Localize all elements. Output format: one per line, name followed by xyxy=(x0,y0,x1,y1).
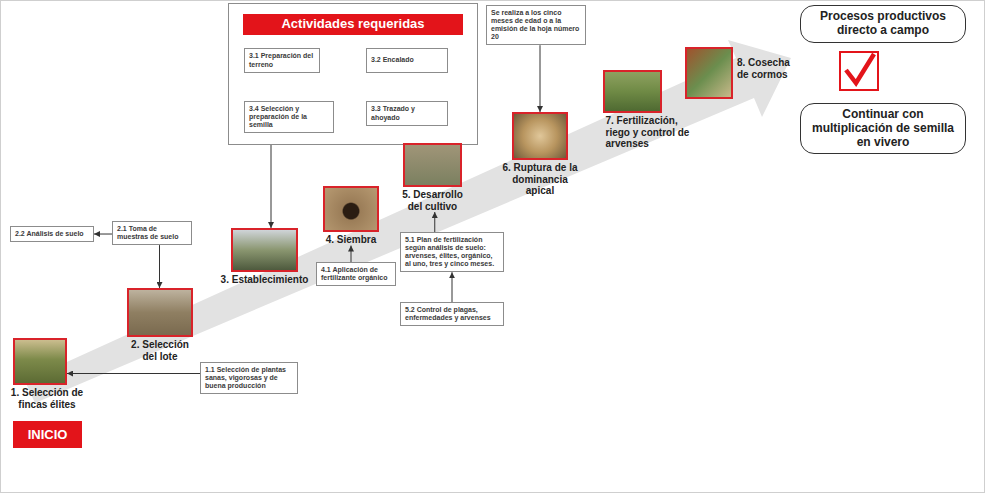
stage-photo: 5. Desarrollo del cultivo xyxy=(403,143,462,187)
stage-photo: 7. Fertilización, riego y control de arv… xyxy=(603,70,662,113)
note-text: 2.2 Análisis de suelo xyxy=(15,230,89,238)
stage-photo: 6. Ruptura de la dominancia apical xyxy=(512,112,568,160)
note-box: 5.2 Control de plagas, enfermedades y ar… xyxy=(400,302,504,326)
outcome-text: Continuar con multiplicación de semilla … xyxy=(809,108,957,149)
flow-arrow xyxy=(540,45,541,112)
note-text: 3.1 Preparación del terreno xyxy=(249,52,315,68)
stage-photo: 4. Siembra xyxy=(323,186,379,232)
start-badge: INICIO xyxy=(13,421,82,448)
outcome-box: Continuar con multiplicación de semilla … xyxy=(800,103,966,154)
note-text: Se realiza a los cinco meses de edad o a… xyxy=(491,9,581,41)
flow-arrow xyxy=(67,373,200,374)
stage-label: 1. Selección de fincas élites xyxy=(7,387,87,410)
note-text: 3.2 Encalado xyxy=(371,56,443,64)
note-box: Se realiza a los cinco meses de edad o a… xyxy=(486,5,586,45)
stage-photo: 1. Selección de fincas élites xyxy=(13,338,67,385)
stage-label: 3. Establecimiento xyxy=(217,274,313,286)
note-text: 3.4 Selección y preparación de la semill… xyxy=(249,105,329,129)
note-box: 2.2 Análisis de suelo xyxy=(10,226,94,242)
note-box: 3.4 Selección y preparación de la semill… xyxy=(244,101,334,133)
flow-arrow xyxy=(94,234,112,235)
stage-label: 6. Ruptura de la dominancia apical xyxy=(501,162,579,197)
note-box: 5.1 Plan de fertilización según análisis… xyxy=(400,232,504,272)
check-box xyxy=(840,52,878,90)
stage-label: 8. Cosecha de cormos xyxy=(737,57,797,80)
stage-label: 2. Selección del lote xyxy=(124,339,196,362)
note-text: 2.1 Toma de muestras de suelo xyxy=(117,225,187,241)
stage-photo: 2. Selección del lote xyxy=(127,288,193,337)
note-box: 2.1 Toma de muestras de suelo xyxy=(112,221,192,245)
note-box: 1.1 Selección de plantas sanas, vigorosa… xyxy=(200,362,298,394)
badge-text: INICIO xyxy=(28,427,68,442)
note-text: 4.1 Aplicación de fertilizante orgánico xyxy=(321,266,391,282)
note-box: 3.3 Trazado y ahoyado xyxy=(366,101,448,126)
flow-arrow xyxy=(434,212,435,232)
note-box: 3.1 Preparación del terreno xyxy=(244,48,320,73)
note-text: 5.2 Control de plagas, enfermedades y ar… xyxy=(405,306,499,322)
stage-photo: 8. Cosecha de cormos xyxy=(685,47,733,99)
stage-label: 7. Fertilización, riego y control de arv… xyxy=(606,115,696,150)
note-text: 3.3 Trazado y ahoyado xyxy=(371,105,443,121)
outcome-box: Procesos productivos directo a campo xyxy=(800,5,966,43)
note-text: 5.1 Plan de fertilización según análisis… xyxy=(405,236,499,268)
activity-group: Actividades requeridas 3.1 Preparación de… xyxy=(228,3,478,145)
flow-arrow xyxy=(159,245,160,288)
flow-arrow xyxy=(452,272,453,302)
stage-photo: 3. Establecimiento xyxy=(231,228,298,272)
flow-arrow xyxy=(271,133,272,228)
outcome-text: Procesos productivos directo a campo xyxy=(809,10,957,38)
check-mark xyxy=(846,54,874,83)
stage-label: 4. Siembra xyxy=(319,234,383,246)
note-box: 4.1 Aplicación de fertilizante orgánico xyxy=(316,262,396,286)
stage-label: 5. Desarrollo del cultivo xyxy=(396,189,470,212)
note-text: 1.1 Selección de plantas sanas, vigorosa… xyxy=(205,366,293,390)
note-box: 3.2 Encalado xyxy=(366,48,448,73)
flow-arrow xyxy=(351,246,352,263)
group-heading: Actividades requeridas xyxy=(243,14,463,35)
